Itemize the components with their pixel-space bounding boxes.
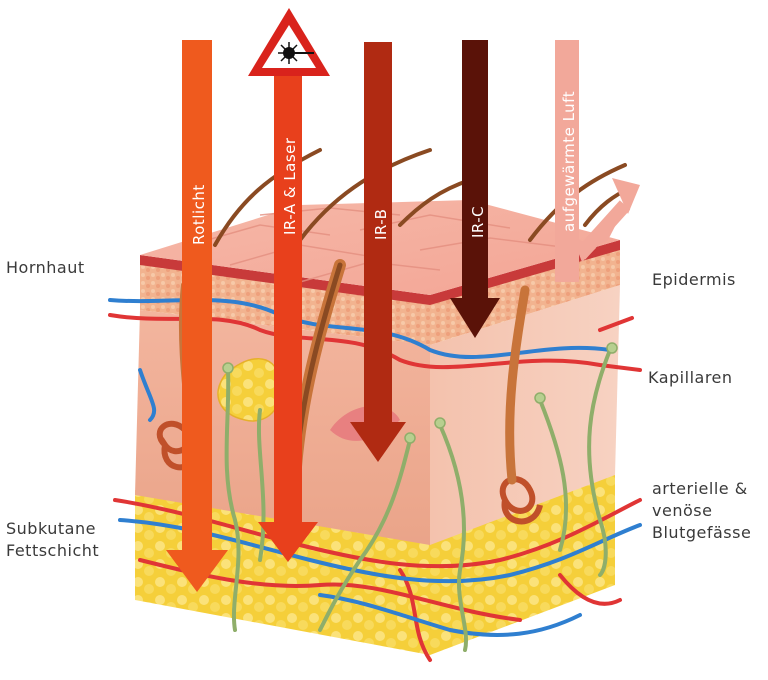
ir-c-label: IR-C: [469, 206, 487, 238]
ir-c-arrow: IR-C: [450, 40, 500, 338]
subkutane-label-line1: Subkutane: [6, 519, 96, 538]
blood-vessels-label: arterielle & venöse Blutgefässe: [652, 478, 751, 544]
rotlicht-label: Rotlicht: [190, 184, 208, 245]
dermis-side: [430, 285, 620, 545]
blood-vessels-label-line3: Blutgefässe: [652, 523, 752, 542]
subkutane-label-line2: Fettschicht: [6, 541, 100, 560]
subkutane-label: Subkutane Fettschicht: [6, 518, 99, 562]
nerve-endings: [222, 342, 618, 444]
laser-warning-icon: [248, 8, 330, 76]
blood-vessels-label-line1: arterielle &: [652, 479, 748, 498]
ir-b-label: IR-B: [372, 209, 390, 240]
kapillaren-label: Kapillaren: [648, 368, 733, 387]
hornhaut-label: Hornhaut: [6, 258, 85, 277]
warm-air-label: aufgewärmte Luft: [560, 91, 578, 232]
ir-a-laser-arrow: IR-A & Laser: [258, 75, 318, 562]
epidermis-label: Epidermis: [652, 270, 736, 289]
rotlicht-arrow: Rotlicht: [166, 40, 228, 592]
ir-b-arrow: IR-B: [350, 42, 406, 462]
nerve-fibers: [224, 348, 612, 652]
blood-vessels-label-line2: venöse: [652, 501, 713, 520]
warm-air-arrow: aufgewärmte Luft: [555, 40, 640, 282]
ir-a-laser-label: IR-A & Laser: [281, 137, 299, 235]
